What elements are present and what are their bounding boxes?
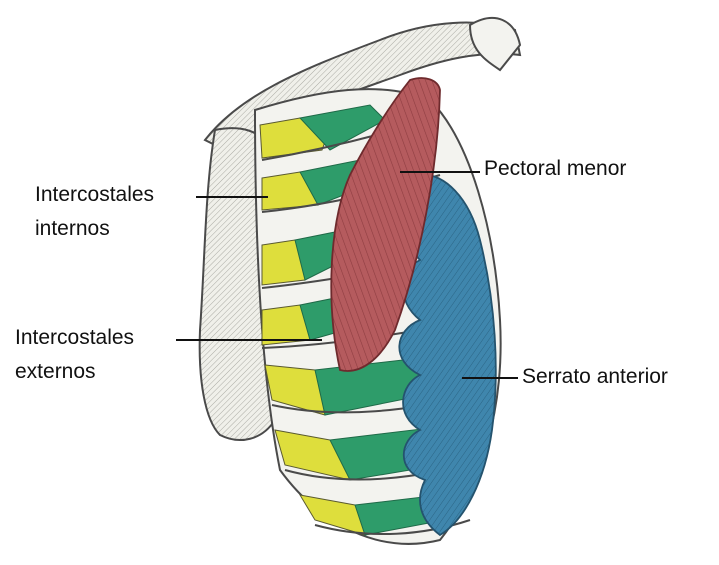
- label-intercostales-internos-line1: Intercostales: [35, 180, 154, 210]
- label-intercostales-externos-line2: externos: [15, 357, 96, 387]
- label-serrato-anterior: Serrato anterior: [522, 362, 668, 392]
- label-intercostales-externos-line1: Intercostales: [15, 323, 134, 353]
- label-pectoral-menor: Pectoral menor: [484, 154, 626, 184]
- clavicle-end: [470, 18, 520, 70]
- label-intercostales-internos-line2: internos: [35, 214, 110, 244]
